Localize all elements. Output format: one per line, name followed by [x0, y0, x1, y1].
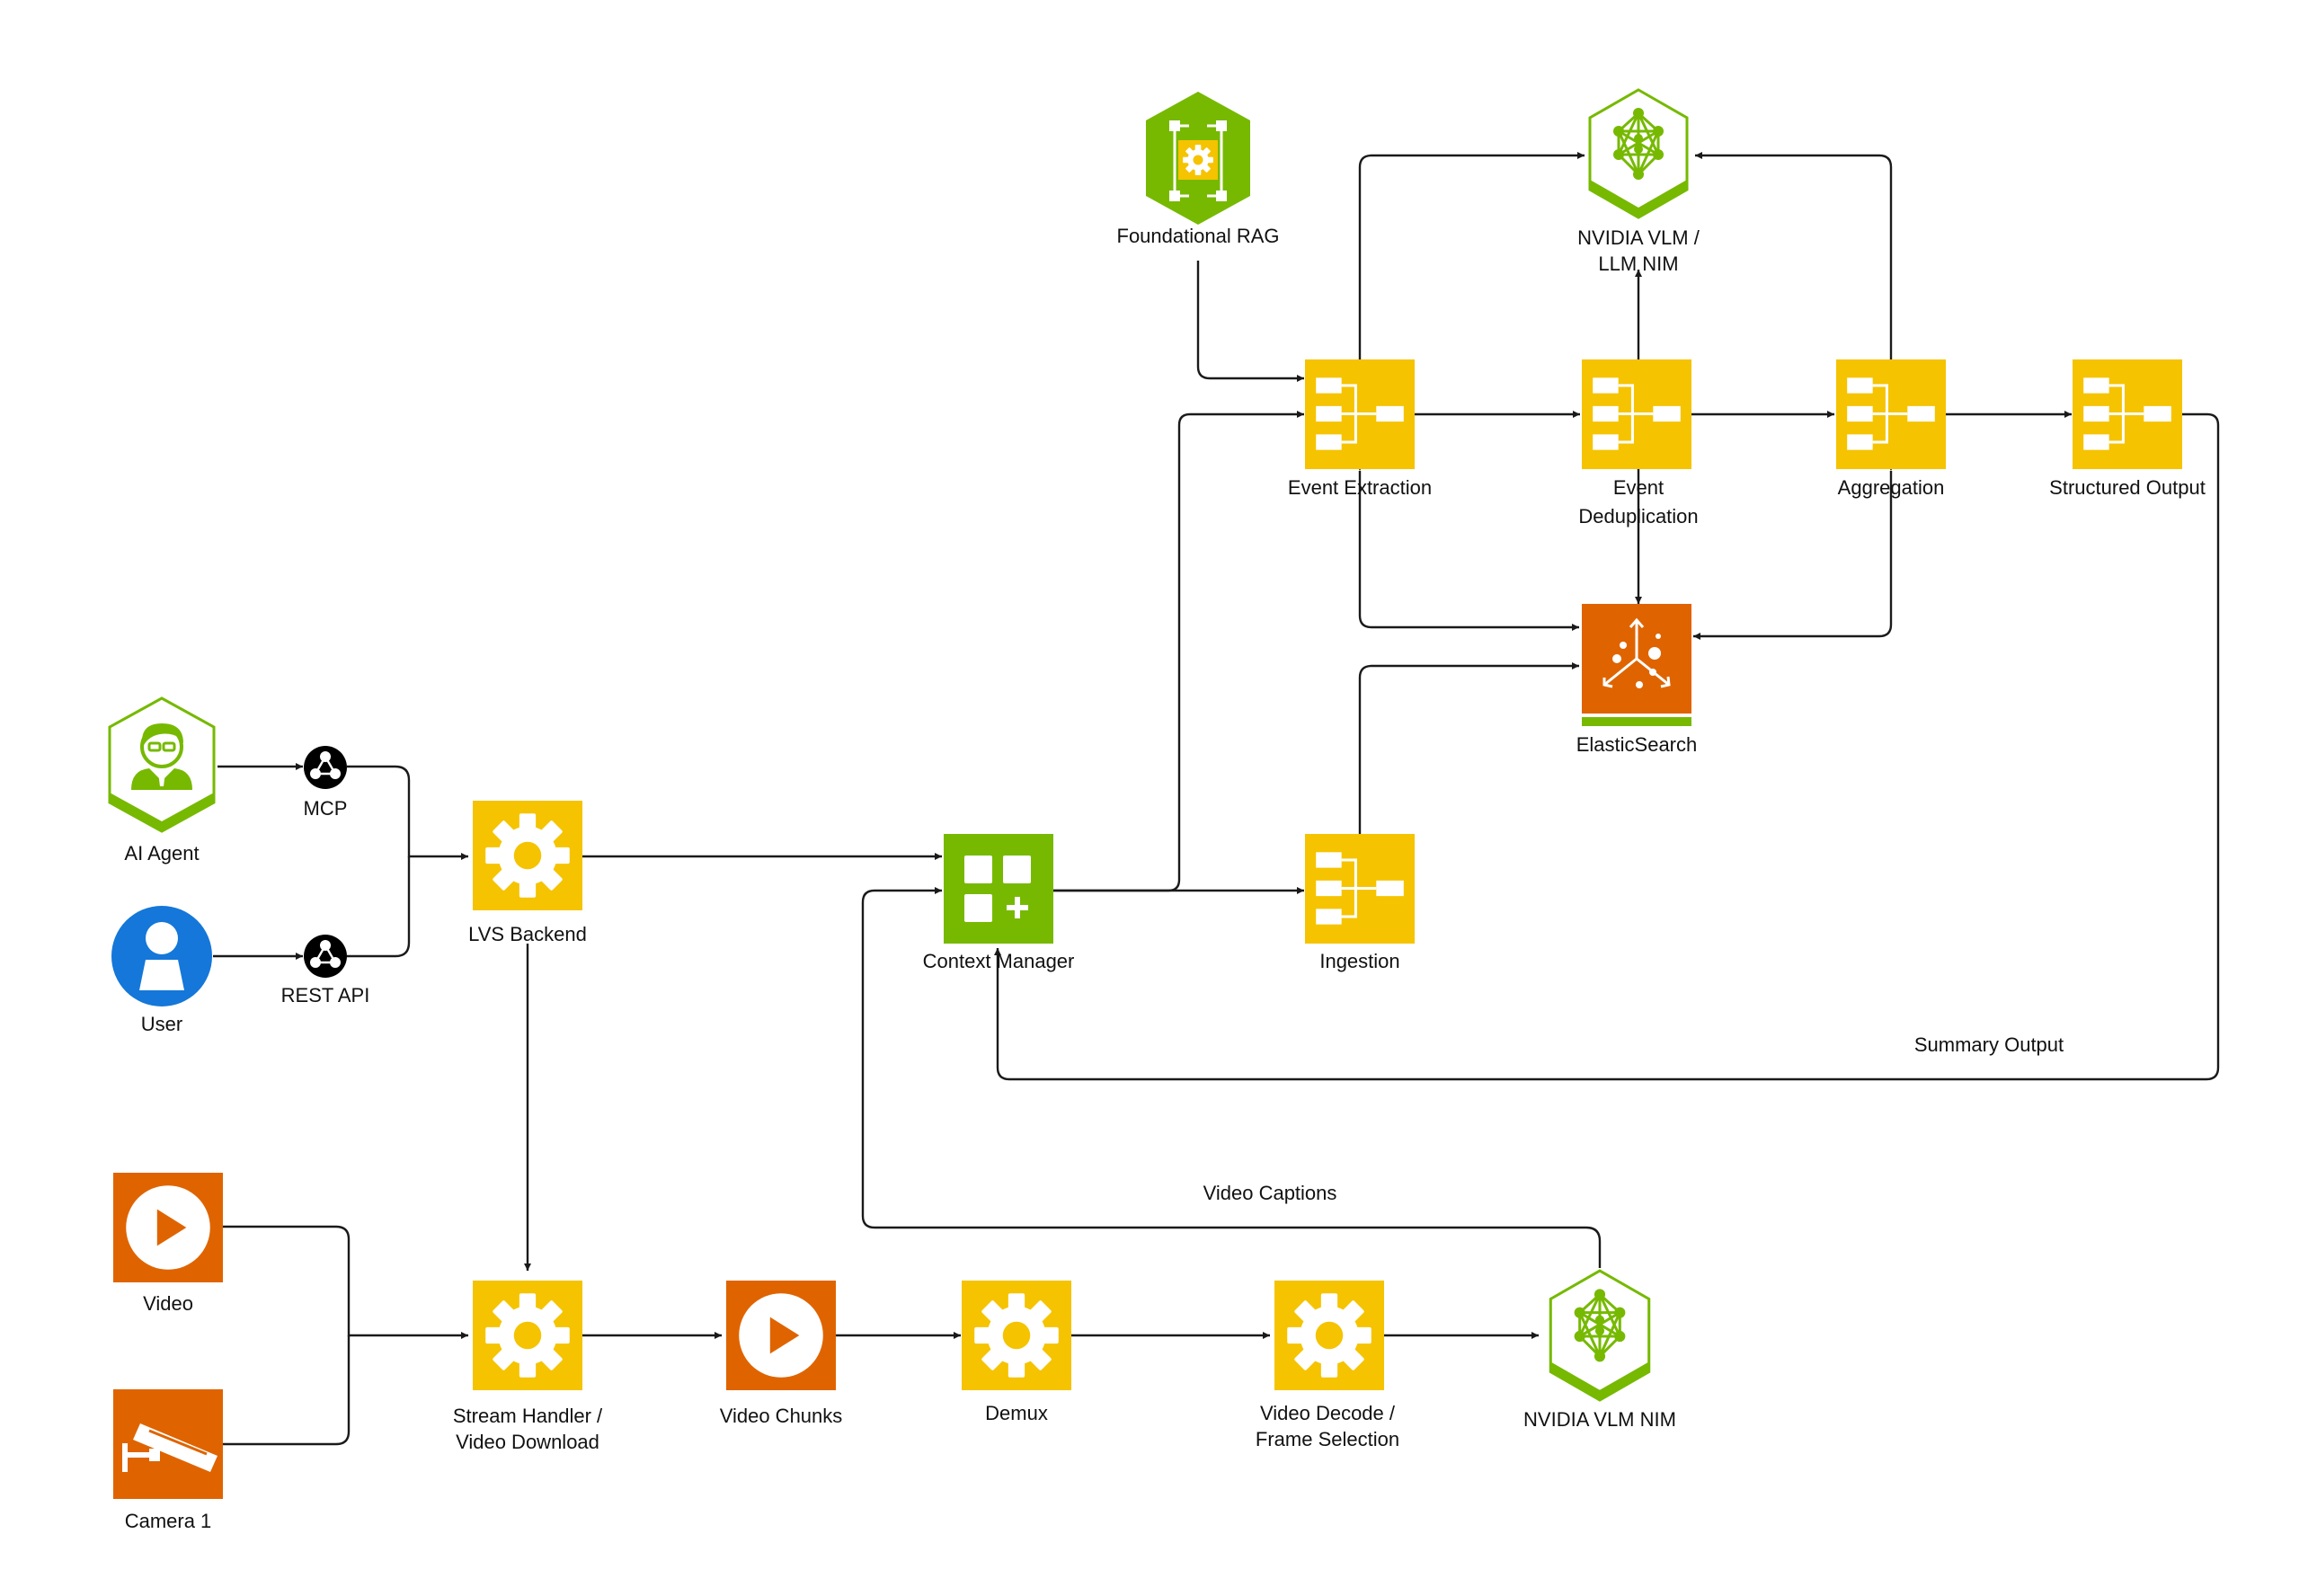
video-chunks-node[interactable]: Video Chunks	[720, 1281, 843, 1427]
rest-api-label: REST API	[281, 984, 370, 1006]
gear-icon	[473, 801, 582, 910]
mcp-label: MCP	[304, 797, 348, 820]
play-icon	[113, 1173, 223, 1282]
video-label: Video	[143, 1292, 193, 1315]
demux-label: Demux	[985, 1402, 1048, 1424]
video-captions-label: Video Captions	[1203, 1182, 1337, 1204]
event-extraction-label: Event Extraction	[1288, 476, 1432, 499]
gear-icon	[962, 1281, 1071, 1390]
camera-icon	[113, 1389, 223, 1499]
demux-node[interactable]: Demux	[962, 1281, 1071, 1424]
flow-icon	[1582, 359, 1691, 469]
structured-output-node[interactable]: Structured Output	[2049, 359, 2206, 499]
edge-mcp-lvs	[347, 765, 468, 860]
flow-icon	[1836, 359, 1946, 469]
edge-aggregation-elastic	[1693, 464, 1895, 640]
gear-icon	[1274, 1281, 1384, 1390]
elasticsearch-icon	[1582, 604, 1691, 726]
user-icon	[111, 906, 212, 1006]
video-node[interactable]: Video	[113, 1173, 223, 1315]
aggregation-label: Aggregation	[1838, 476, 1945, 499]
gear-icon	[473, 1281, 582, 1390]
edge-context-extraction	[1052, 411, 1304, 892]
agent-icon	[108, 696, 216, 833]
lvs-backend-node[interactable]: LVS Backend	[468, 801, 587, 945]
neural-network-icon	[1588, 88, 1689, 219]
vlm-nim-label: NVIDIA VLM NIM	[1523, 1408, 1676, 1431]
edge-rag-extraction	[1196, 261, 1304, 382]
video-decode-label-line1: Video Decode /	[1260, 1402, 1396, 1424]
vlm-llm-nim-label-line2: LLM NIM	[1598, 253, 1678, 275]
neural-network-icon	[1549, 1269, 1651, 1402]
flow-icon	[1305, 834, 1415, 944]
edge-restapi-lvs	[347, 856, 411, 958]
stream-handler-label-line2: Video Download	[456, 1431, 599, 1453]
stream-handler-node[interactable]: Stream Handler / Video Download	[453, 1281, 603, 1453]
vlm-llm-nim-node[interactable]: NVIDIA VLM / LLM NIM	[1577, 88, 1700, 275]
camera-label: Camera 1	[125, 1510, 212, 1532]
camera-node[interactable]: Camera 1	[113, 1389, 223, 1532]
summary-output-label: Summary Output	[1914, 1033, 2064, 1056]
vlm-llm-nim-label-line1: NVIDIA VLM /	[1577, 226, 1700, 249]
rag-gear-icon	[1146, 92, 1250, 225]
user-node[interactable]: User	[111, 906, 212, 1035]
context-manager-node[interactable]: Context Manager	[923, 834, 1075, 972]
edge-ingestion-elastic	[1358, 662, 1579, 834]
grid-plus-icon	[944, 834, 1053, 944]
ingestion-label: Ingestion	[1319, 950, 1399, 972]
elasticsearch-label: ElasticSearch	[1576, 733, 1698, 756]
user-label: User	[141, 1013, 182, 1035]
elasticsearch-node[interactable]: ElasticSearch	[1576, 604, 1698, 756]
flow-icon	[2073, 359, 2182, 469]
lvs-backend-label: LVS Backend	[468, 923, 587, 945]
event-dedup-label-line2: Deduplication	[1578, 505, 1698, 528]
rest-api-node[interactable]: REST API	[281, 935, 370, 1006]
context-manager-label: Context Manager	[923, 950, 1075, 972]
edge-extraction-vlmllm	[1358, 152, 1585, 359]
edge-video-stream	[223, 1225, 468, 1339]
ai-agent-label: AI Agent	[124, 842, 199, 864]
edge-vlmnim-context	[861, 887, 1602, 1268]
ai-agent-node[interactable]: AI Agent	[108, 696, 216, 864]
video-decode-label-line2: Frame Selection	[1256, 1428, 1399, 1450]
mcp-node[interactable]: MCP	[304, 746, 348, 820]
edge-structured-context	[994, 412, 2220, 1081]
edge-extraction-elastic	[1356, 464, 1579, 631]
foundational-rag-node[interactable]: Foundational RAG	[1117, 92, 1280, 247]
edge-aggregation-vlmllm	[1695, 152, 1893, 359]
edge-camera-stream	[223, 1335, 351, 1446]
event-dedup-label-line1: Event	[1613, 476, 1664, 499]
aggregation-node[interactable]: Aggregation	[1836, 359, 1946, 499]
video-chunks-label: Video Chunks	[720, 1405, 843, 1427]
event-extraction-node[interactable]: Event Extraction	[1288, 359, 1432, 499]
stream-handler-label-line1: Stream Handler /	[453, 1405, 603, 1427]
vlm-nim-node[interactable]: NVIDIA VLM NIM	[1523, 1269, 1676, 1431]
hub-icon	[304, 935, 347, 978]
video-decode-node[interactable]: Video Decode / Frame Selection	[1256, 1281, 1399, 1450]
flow-icon	[1305, 359, 1415, 469]
hub-icon	[304, 746, 347, 789]
event-deduplication-node[interactable]: Event Deduplication	[1578, 359, 1699, 528]
ingestion-node[interactable]: Ingestion	[1305, 834, 1415, 972]
foundational-rag-label: Foundational RAG	[1117, 225, 1280, 247]
structured-output-label: Structured Output	[2049, 476, 2206, 499]
play-icon	[726, 1281, 836, 1390]
